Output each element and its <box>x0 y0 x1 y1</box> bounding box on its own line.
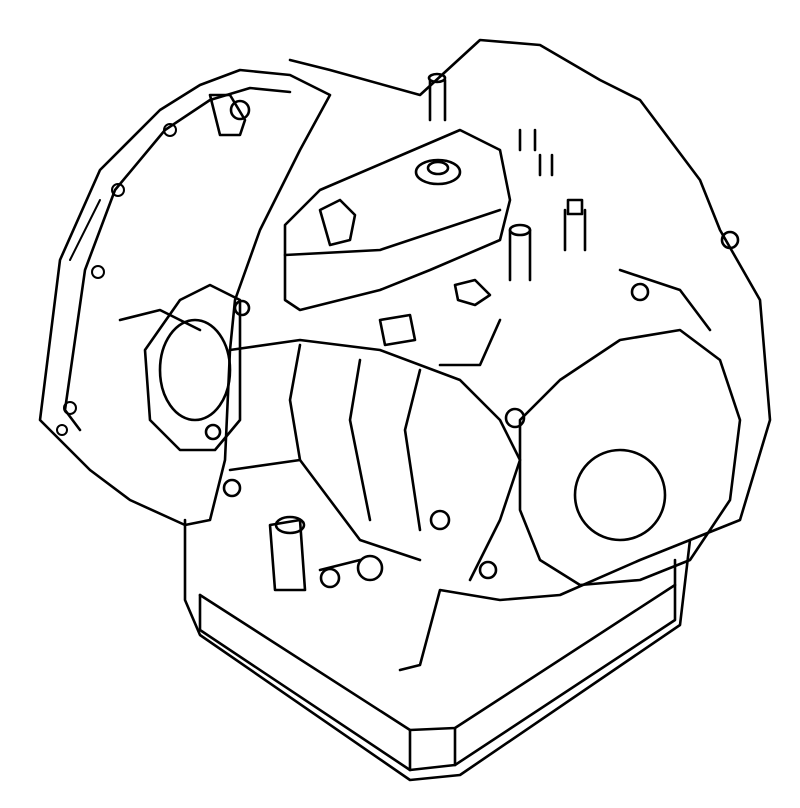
end-cover <box>429 230 742 587</box>
oil-pan <box>183 518 692 782</box>
bell-housing <box>38 68 332 527</box>
side-flange <box>143 283 251 498</box>
top-cover <box>283 72 512 312</box>
main-case <box>228 38 772 672</box>
fittings <box>268 128 587 592</box>
